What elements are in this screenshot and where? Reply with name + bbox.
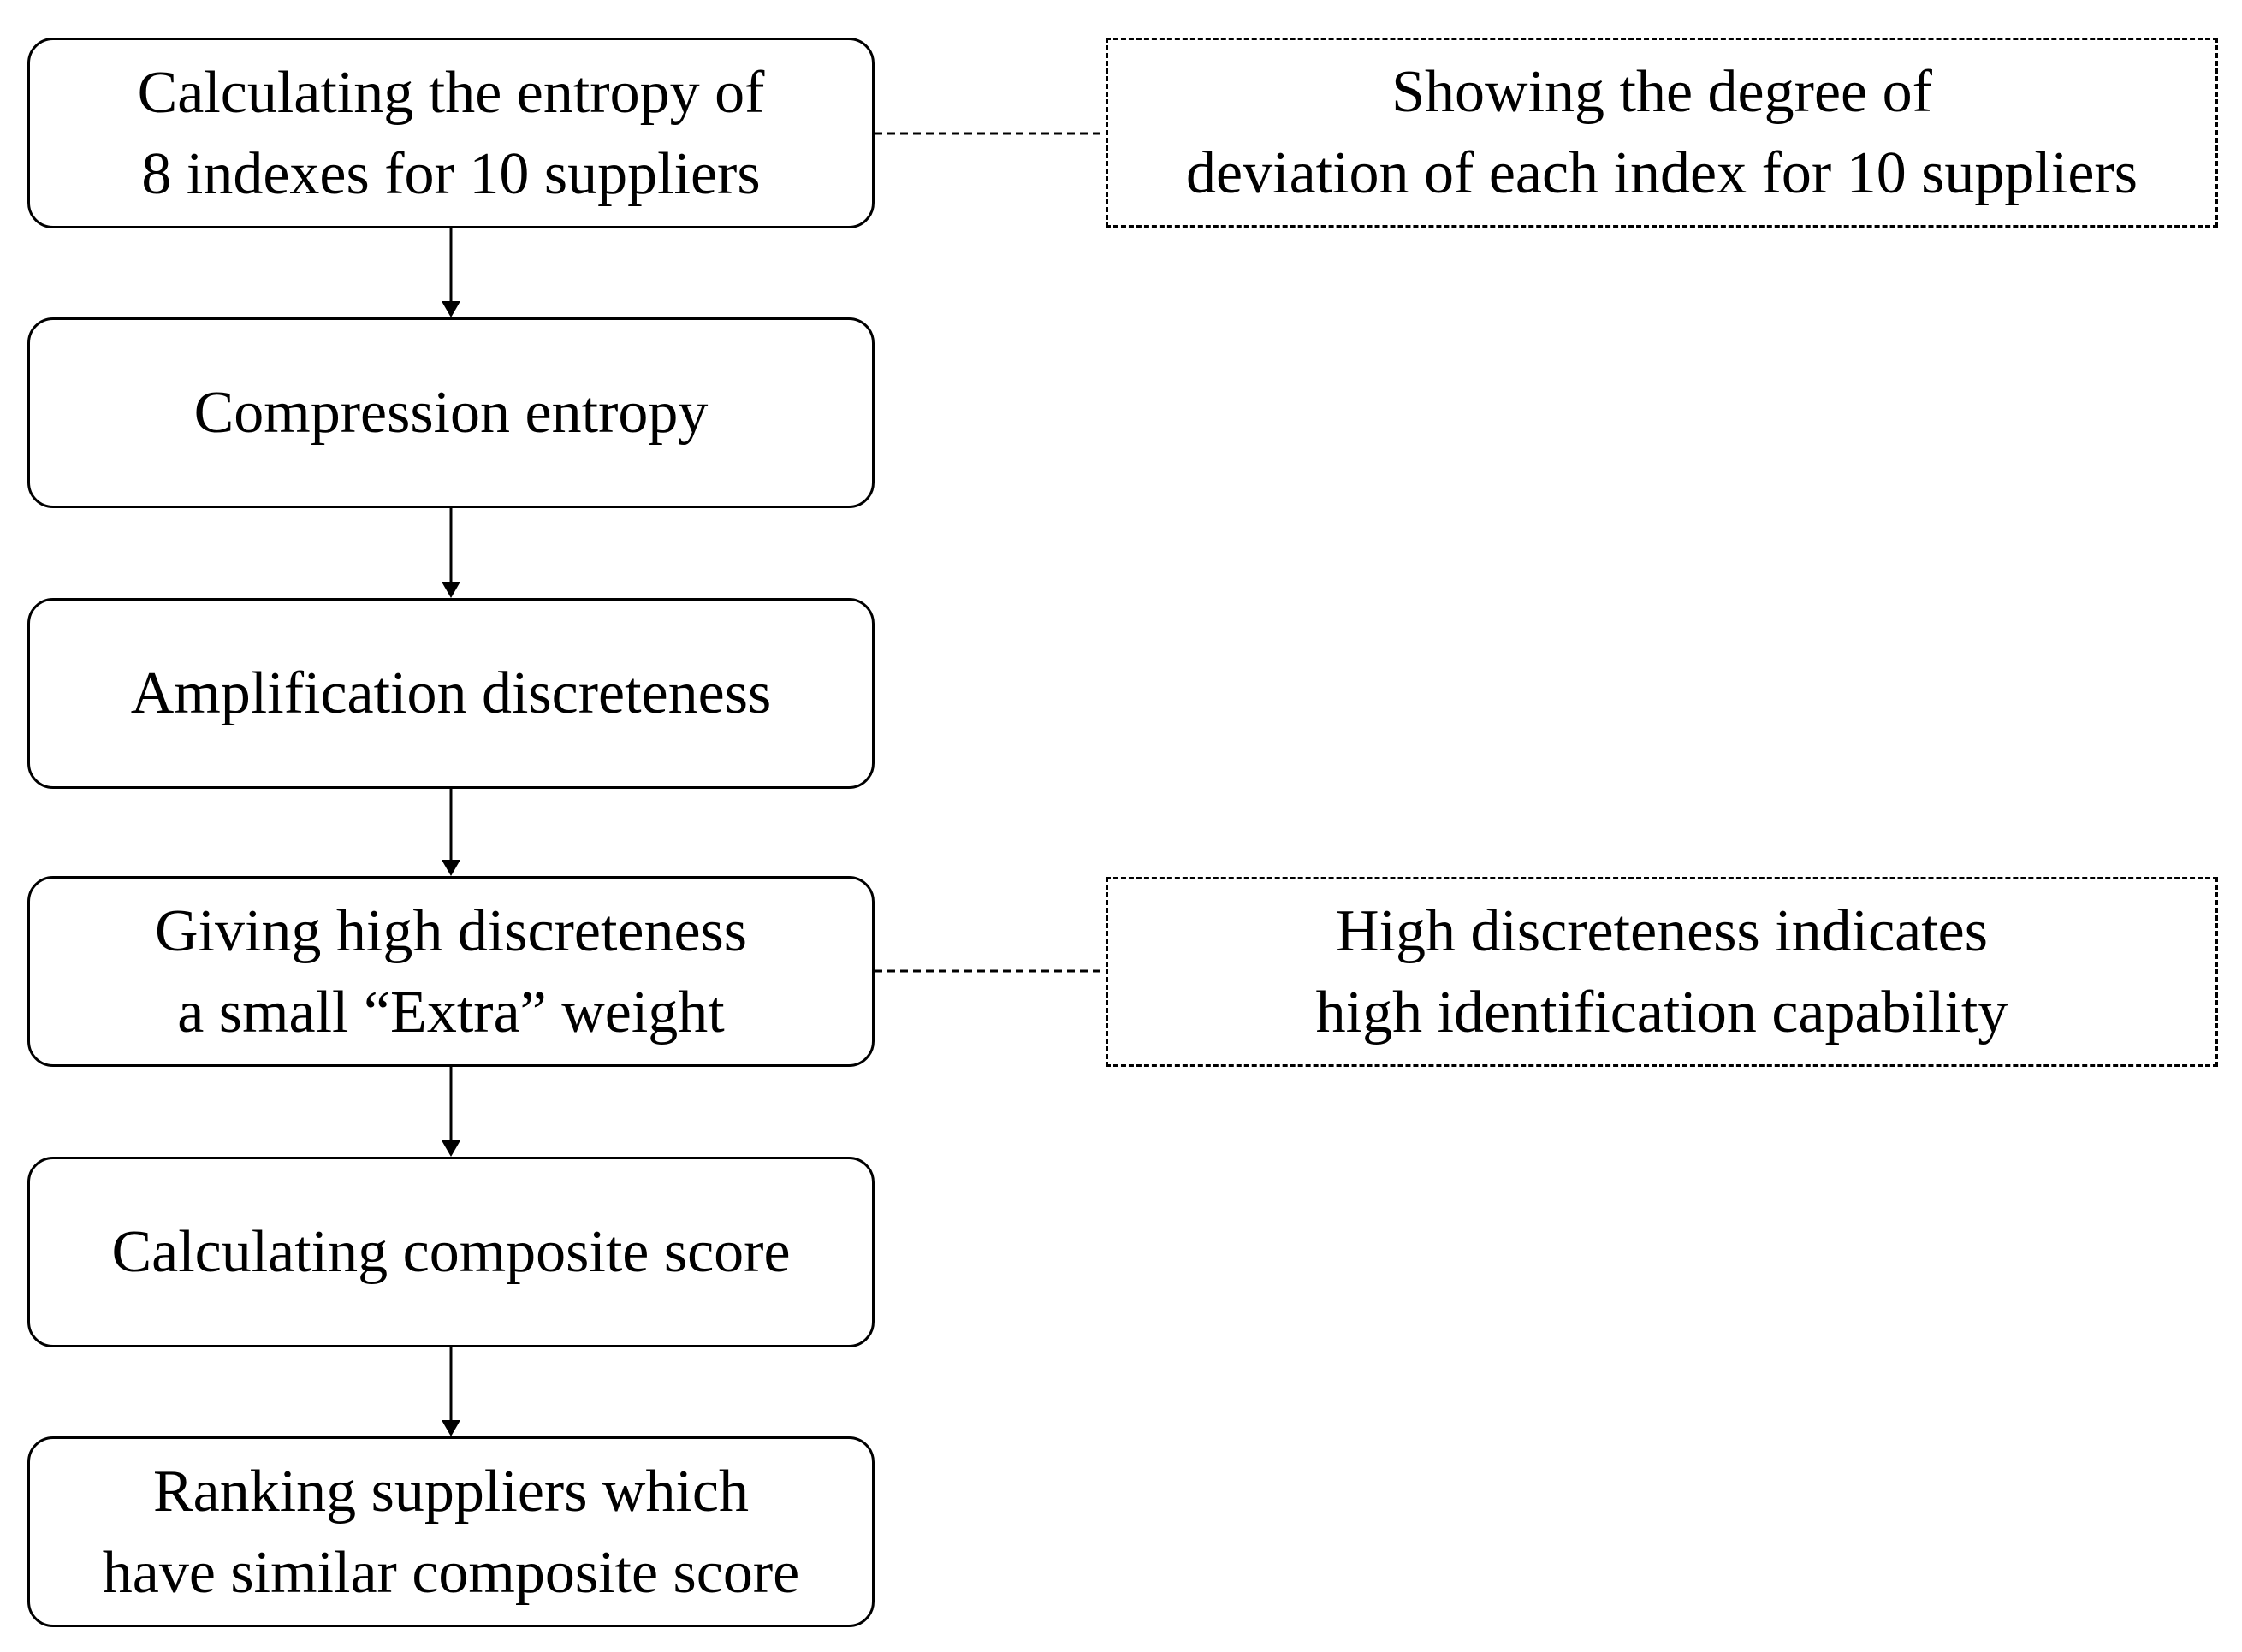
note-1-line-1: Showing the degree of xyxy=(1391,59,1932,125)
note-1-line-2: deviation of each index for 10 suppliers xyxy=(1186,140,2138,206)
note-2-line-1: High discreteness indicates xyxy=(1335,898,1988,964)
arrowhead-step-2 xyxy=(442,301,460,317)
step-extra-weight: Giving high discreteness a small “Extra”… xyxy=(27,876,875,1067)
step-1-line-1: Calculating the entropy of xyxy=(137,59,765,126)
step-composite-score: Calculating composite score xyxy=(27,1157,875,1347)
step-6-line-2: have similar composite score xyxy=(102,1539,800,1606)
arrowhead-step-5 xyxy=(442,1140,460,1157)
step-ranking-suppliers: Ranking suppliers which have similar com… xyxy=(27,1436,875,1627)
note-deviation-degree: Showing the degree of deviation of each … xyxy=(1106,38,2218,228)
step-5-line-1: Calculating composite score xyxy=(111,1219,791,1285)
step-3-line-1: Amplification discreteness xyxy=(130,660,772,726)
note-2-line-2: high identification capability xyxy=(1315,980,2008,1045)
arrowhead-step-6 xyxy=(442,1420,460,1436)
arrowhead-step-4 xyxy=(442,860,460,876)
step-2-line-1: Compression entropy xyxy=(193,380,709,446)
arrowhead-step-3 xyxy=(442,582,460,598)
note-identification-capability: High discreteness indicates high identif… xyxy=(1106,877,2218,1067)
step-6-line-1: Ranking suppliers which xyxy=(152,1458,750,1525)
step-amplification-discreteness: Amplification discreteness xyxy=(27,598,875,789)
step-1-line-2: 8 indexes for 10 suppliers xyxy=(141,140,761,207)
step-compression-entropy: Compression entropy xyxy=(27,317,875,508)
step-calculating-entropy: Calculating the entropy of 8 indexes for… xyxy=(27,38,875,228)
step-4-line-1: Giving high discreteness xyxy=(154,897,748,964)
step-4-line-2: a small “Extra” weight xyxy=(177,979,725,1045)
